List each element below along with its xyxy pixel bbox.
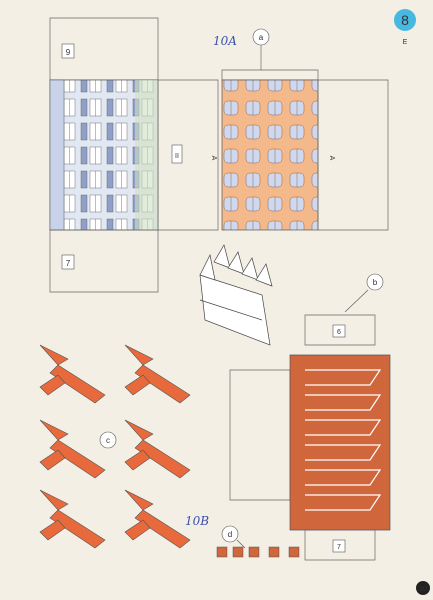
roof-sketch	[199, 244, 273, 346]
facade-blue	[49, 79, 159, 231]
callout-d: d	[221, 525, 246, 549]
svg-text:d: d	[228, 530, 232, 539]
join-mark-a1: A	[210, 156, 217, 161]
panel-middle: II A	[157, 79, 219, 231]
callout-a: a	[252, 28, 270, 70]
svg-text:8: 8	[401, 12, 409, 28]
sheet-badge: 8 E	[394, 9, 416, 46]
roof-piece: 6 7	[229, 314, 391, 561]
svg-text:10: 10	[419, 586, 427, 593]
handwritten-10a: 10A	[213, 34, 237, 48]
chimney-pieces	[39, 344, 191, 549]
facade-orange: A	[221, 69, 389, 231]
tab-number-ii: II	[175, 153, 179, 160]
callout-b: b	[344, 273, 384, 313]
small-pieces-d	[216, 546, 300, 558]
tab-bottom-left: 7	[49, 229, 159, 293]
sheet-letter: E	[403, 39, 408, 46]
callout-c: c	[99, 431, 117, 449]
join-mark-a2: A	[328, 156, 335, 161]
svg-text:a: a	[259, 33, 264, 42]
page-number: 10	[416, 581, 430, 595]
svg-text:b: b	[373, 278, 378, 287]
tab-top-left: 9	[49, 17, 159, 81]
tab-number-9: 9	[66, 48, 71, 57]
handwritten-10b: 10B	[185, 514, 209, 528]
svg-text:c: c	[106, 436, 110, 445]
tab-number-6: 6	[337, 329, 341, 336]
tab-number-7: 7	[66, 259, 71, 268]
tab-number-7b: 7	[337, 544, 341, 551]
